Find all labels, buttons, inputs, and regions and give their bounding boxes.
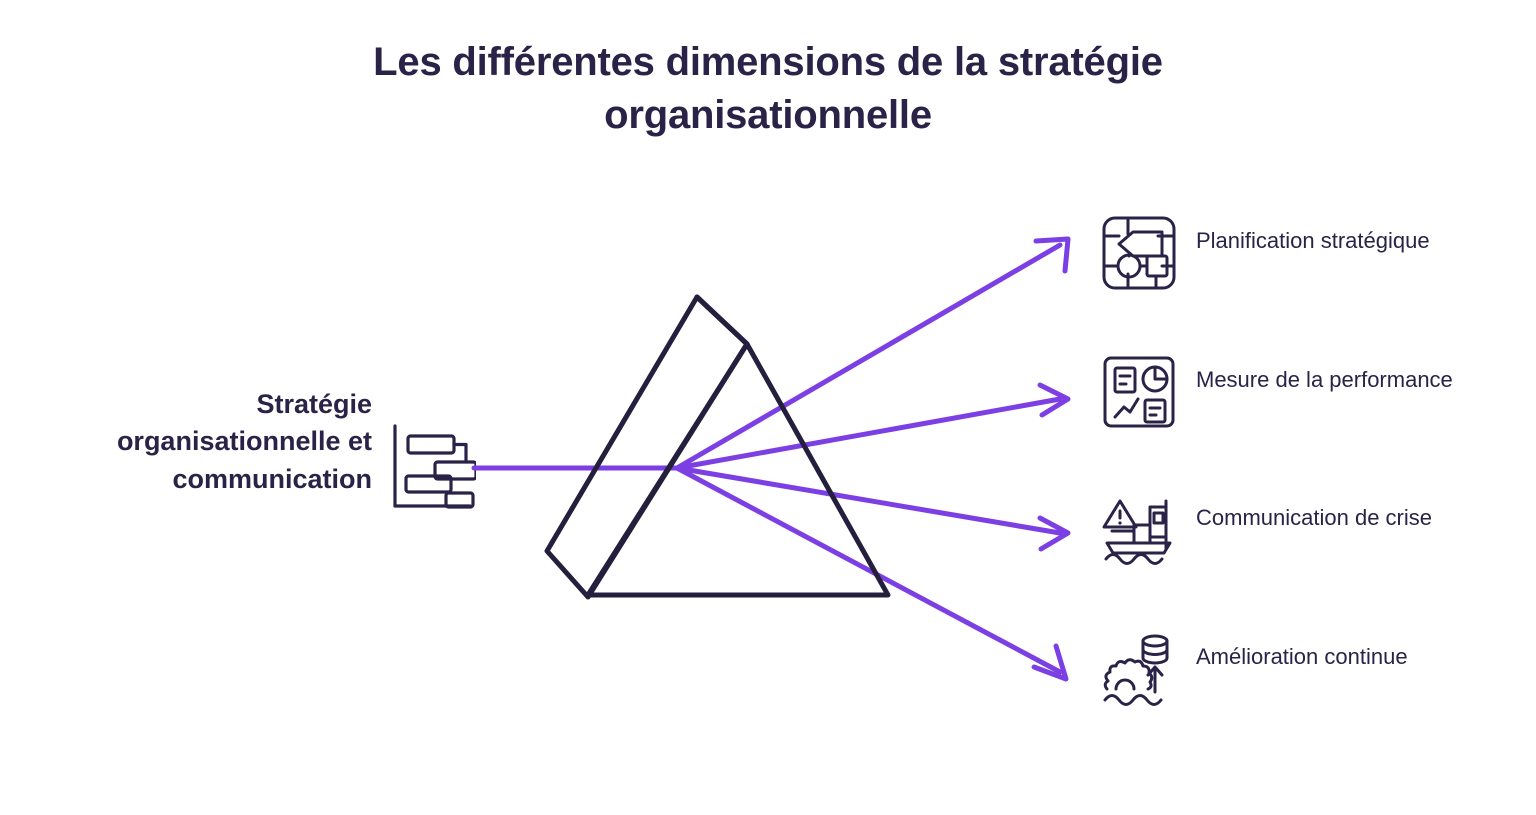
prism-front-face: [585, 341, 891, 598]
output-label: Amélioration continue: [1196, 644, 1408, 669]
flowchart-process-icon: [1102, 216, 1176, 290]
ray-arrow-communication: [674, 465, 1071, 552]
ray-arrow-planification: [674, 236, 1071, 471]
ray-arrow-mesure: [674, 382, 1071, 471]
output-item-amelioration[interactable]: Amélioration continue: [1100, 630, 1466, 708]
prism-top-edge: [694, 294, 750, 347]
ray-arrow-amelioration: [674, 465, 1069, 682]
output-label: Planification stratégique: [1196, 228, 1430, 253]
output-item-planification[interactable]: Planification stratégique: [1100, 214, 1466, 292]
output-label: Communication de crise: [1196, 505, 1432, 530]
output-item-communication[interactable]: Communication de crise: [1100, 491, 1466, 569]
output-label: Mesure de la performance: [1196, 367, 1453, 392]
output-item-mesure[interactable]: Mesure de la performance: [1100, 353, 1466, 431]
dashboard-analytics-icon: [1103, 356, 1175, 428]
warning-ship-waves-icon: [1102, 499, 1172, 565]
source-label: Stratégie organisationnelle et communica…: [116, 389, 372, 494]
gear-database-uparrow-waves-icon: [1103, 634, 1169, 706]
page-title: Les différentes dimensions de la stratég…: [373, 40, 1163, 137]
gantt-chart-icon: [393, 424, 476, 509]
